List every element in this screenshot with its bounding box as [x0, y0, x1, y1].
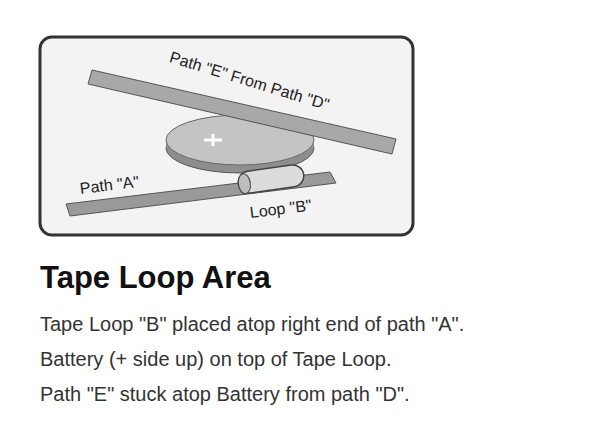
note-line: Tape Loop "B" placed atop right end of p…	[40, 313, 464, 336]
note-line: Path "E" stuck atop Battery from path "D…	[40, 383, 410, 406]
note-line: Battery (+ side up) on top of Tape Loop.	[40, 348, 392, 371]
title: Tape Loop Area	[40, 260, 271, 296]
plus-sign	[204, 134, 222, 146]
tape-loop	[237, 164, 305, 195]
frame	[40, 37, 413, 235]
